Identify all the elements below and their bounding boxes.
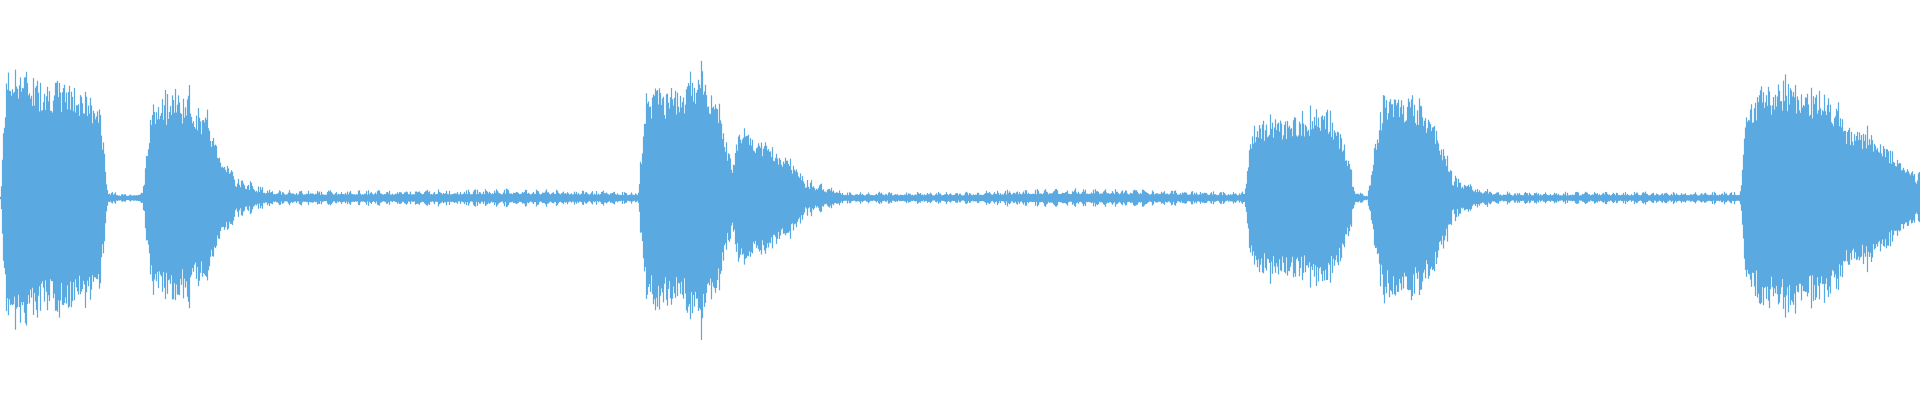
waveform-path [0, 60, 1920, 340]
